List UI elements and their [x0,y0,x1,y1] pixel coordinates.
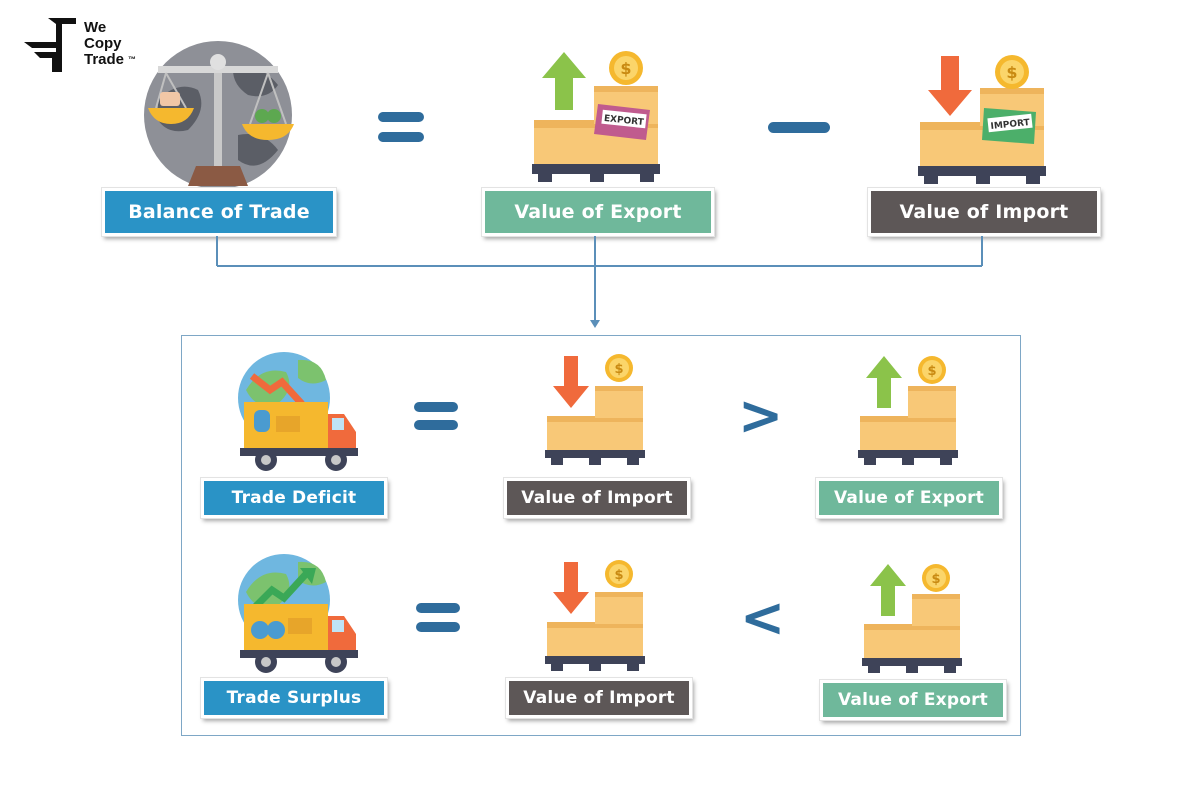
equals-bar-bottom [378,132,424,142]
svg-text:$: $ [931,572,940,587]
connector-lines [216,236,983,328]
trade-surplus-label: Trade Surplus [200,677,388,719]
import-box-icon: $ IMPORT [918,55,1046,184]
minus-bar [768,122,830,133]
brand-line-3: Trade [84,51,125,68]
arrow-up-icon [870,564,906,616]
svg-text:$: $ [614,362,623,377]
brand-tm: ™ [128,55,136,64]
deficit-equals-top [414,402,458,412]
arrow-down-icon [553,356,589,408]
value-of-import-label: Value of Import [867,187,1101,237]
svg-text:EXPORT: EXPORT [603,114,645,128]
coin-icon [918,356,946,384]
equals-bar-top [378,112,424,122]
surplus-value-of-export-label: Value of Export [819,679,1007,721]
surplus-equals-bottom [416,622,460,632]
svg-text:$: $ [620,59,631,78]
logo-icon [24,18,76,72]
deficit-equals-bottom [414,420,458,430]
brand-line-1: We [84,19,107,36]
less-than-symbol: < [740,586,786,649]
deficit-value-of-export-label: Value of Export [815,477,1003,519]
export-box-icon: $ [858,356,958,465]
surplus-value-of-import-label: Value of Import [505,677,693,719]
comparison-panel [181,335,1021,736]
coin-icon [605,560,633,588]
svg-text:$: $ [927,364,936,379]
arrow-up-icon [542,52,586,110]
balance-of-trade-label: Balance of Trade [101,187,337,237]
import-box-icon: $ [545,560,645,671]
coin-icon [922,564,950,592]
surplus-equals-top [416,603,460,613]
trade-deficit-label: Trade Deficit [200,477,388,519]
coin-icon [605,354,633,382]
export-box-icon: $ [862,564,962,673]
svg-text:$: $ [614,568,623,583]
arrow-down-icon [553,562,589,614]
value-of-export-label: Value of Export [481,187,715,237]
greater-than-symbol: > [738,384,784,447]
svg-text:$: $ [1006,63,1017,82]
export-box-icon: $ EXPORT [532,51,660,182]
import-box-icon: $ [545,354,645,465]
truck-icon [238,352,358,471]
brand-logo: We Copy Trade ™ [22,14,152,74]
coin-icon [995,55,1029,89]
arrow-down-icon [928,56,972,116]
arrow-up-icon [866,356,902,408]
truck-icon [238,554,358,673]
deficit-value-of-import-label: Value of Import [503,477,691,519]
balance-scale-icon [144,41,294,189]
brand-line-2: Copy [84,35,122,52]
coin-icon [609,51,643,85]
svg-text:IMPORT: IMPORT [990,118,1031,132]
